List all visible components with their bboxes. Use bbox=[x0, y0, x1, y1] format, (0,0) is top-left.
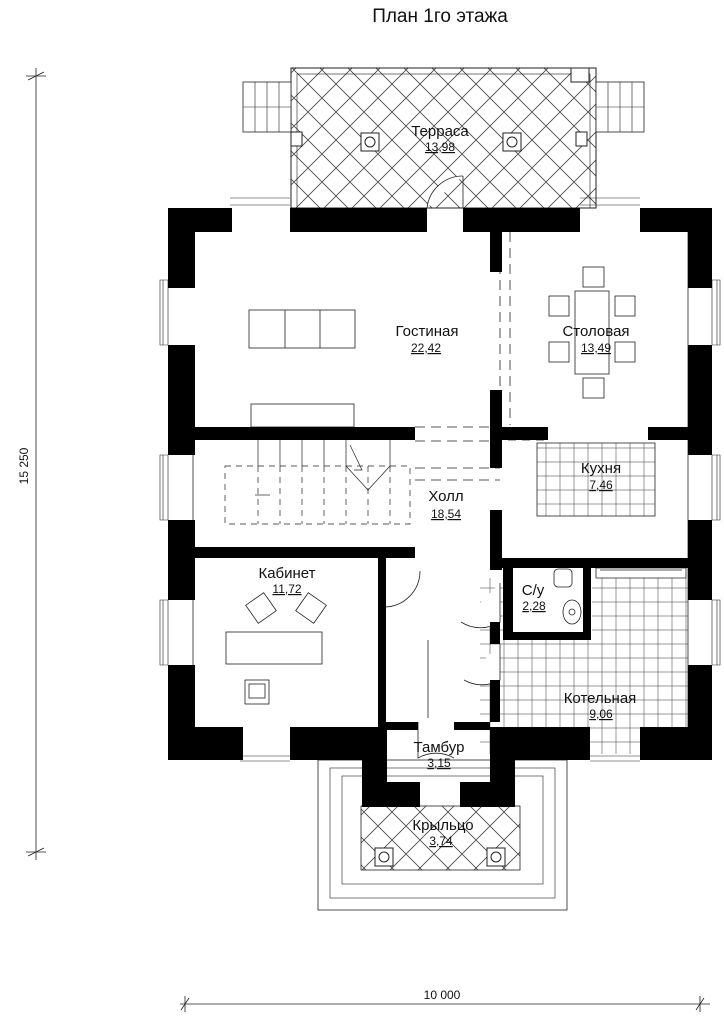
room-living: Гостиная 22,42 bbox=[396, 323, 459, 355]
walls bbox=[168, 208, 712, 807]
porch bbox=[317, 759, 568, 911]
room-kitchen: Кухня 7,46 bbox=[581, 460, 621, 492]
dimension-width-label: 10 000 bbox=[424, 988, 461, 1002]
tv-stand bbox=[250, 403, 355, 428]
sofa bbox=[248, 309, 356, 349]
room-area: 3,15 bbox=[427, 756, 451, 770]
bathroom-fixtures bbox=[553, 567, 687, 625]
room-bathroom: С/у 2,28 bbox=[522, 582, 546, 613]
room-area: 11,72 bbox=[272, 582, 301, 596]
kitchen-tiles bbox=[536, 442, 656, 517]
room-name: Кухня bbox=[581, 460, 621, 477]
plan-title: План 1го этажа bbox=[372, 6, 508, 27]
room-area: 18,54 bbox=[431, 507, 461, 521]
room-name: Столовая bbox=[562, 323, 629, 340]
room-area: 13,98 bbox=[425, 140, 455, 154]
room-area: 9,06 bbox=[589, 707, 613, 721]
room-area: 7,46 bbox=[589, 478, 613, 492]
dimension-horizontal bbox=[180, 996, 710, 1012]
room-dining: Столовая 13,49 bbox=[562, 323, 629, 355]
room-hall: Холл 18,54 bbox=[428, 488, 463, 521]
room-name: Холл bbox=[428, 488, 463, 505]
room-terrace: Терраса 13,98 bbox=[411, 123, 469, 154]
room-area: 13,49 bbox=[581, 341, 611, 355]
terrace bbox=[242, 67, 645, 209]
room-name: Гостиная bbox=[396, 323, 459, 340]
room-area: 2,28 bbox=[522, 599, 546, 613]
room-area: 22,42 bbox=[411, 341, 441, 355]
room-area: 3,74 bbox=[429, 834, 453, 848]
room-name: Кабинет bbox=[258, 565, 315, 582]
room-vestibule: Тамбур 3,15 bbox=[414, 739, 465, 770]
room-boiler: Котельная 9,06 bbox=[564, 690, 637, 721]
dimension-vertical bbox=[26, 68, 46, 860]
office-furniture bbox=[225, 592, 327, 705]
room-name: С/у bbox=[522, 582, 545, 599]
dimension-height-label: 15 250 bbox=[17, 447, 31, 484]
staircase bbox=[224, 440, 411, 525]
dining-table bbox=[548, 266, 636, 399]
room-name: Тамбур bbox=[414, 739, 465, 756]
room-name: Крыльцо bbox=[412, 817, 473, 834]
room-office: Кабинет 11,72 bbox=[258, 565, 315, 596]
room-name: Котельная bbox=[564, 690, 637, 707]
room-name: Терраса bbox=[411, 123, 469, 140]
room-porch: Крыльцо 3,74 bbox=[412, 817, 473, 848]
